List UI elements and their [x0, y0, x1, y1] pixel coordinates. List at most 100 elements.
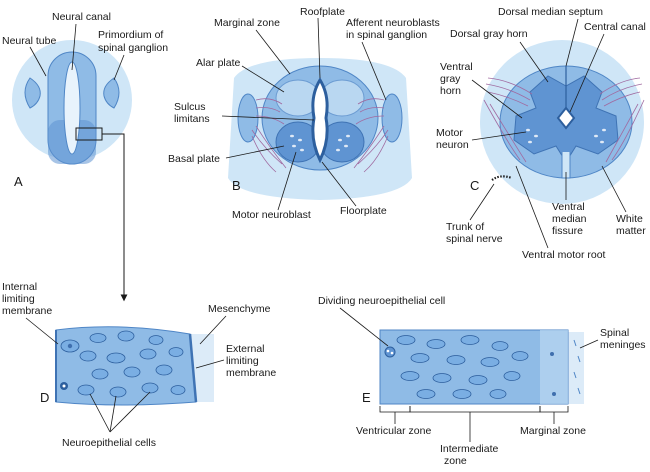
label-neural-canal: Neural canal	[52, 11, 111, 23]
label-white-matter-line2: matter	[616, 225, 646, 237]
label-external-line3: membrane	[226, 367, 276, 379]
label-neuroepithelial-cells: Neuroepithelial cells	[62, 437, 156, 449]
label-trunk-line1: Trunk of	[446, 221, 484, 233]
spinal-ganglion-right	[381, 93, 403, 143]
pointer-afferent	[361, 41, 387, 101]
label-ventral-median-line3: fissure	[552, 225, 583, 237]
pointer-cells-3	[109, 391, 151, 433]
label-ventral-gray-horn-line1: Ventral	[440, 61, 473, 73]
panel-a-letter: A	[14, 174, 23, 189]
pointer-central-canal	[569, 33, 605, 113]
label-internal-line1: Internal	[2, 281, 37, 293]
label-floorplate: Floorplate	[340, 205, 387, 217]
external-limiting-membrane-d	[188, 333, 198, 403]
label-spinal-line1: Spinal	[600, 327, 629, 339]
label-motor-neuroblast: Motor neuroblast	[232, 209, 311, 221]
panel-d-letter: D	[40, 390, 49, 405]
ventricular-zone-bracket	[379, 406, 411, 413]
trunk-spinal-nerve-c	[491, 175, 513, 181]
pointer-spinal-meninges	[579, 339, 599, 349]
label-intermediate-line2: zone	[444, 455, 467, 467]
central-canal-b	[311, 77, 329, 164]
label-ventral-median-line2: median	[552, 213, 587, 225]
ganglion-primordium-left	[24, 77, 41, 109]
pointer-dividing-cell	[339, 307, 389, 347]
label-spinal-line2: meninges	[600, 339, 646, 351]
pointer-neural-tube	[29, 46, 47, 77]
pointer-white-matter	[601, 165, 627, 213]
label-dorsal-gray-horn: Dorsal gray horn	[450, 28, 528, 40]
label-ventral-median-line1: Ventral	[552, 201, 585, 213]
meninges-region	[566, 332, 584, 404]
panel-b-letter: B	[232, 178, 241, 193]
label-basal-plate: Basal plate	[168, 153, 220, 165]
label-primordium-line1: Primordium of	[98, 29, 163, 41]
label-sulcus-line1: Sulcus	[174, 101, 206, 113]
label-external-line1: External	[226, 343, 265, 355]
panel-d: Internal limiting membrane Mesenchyme Ex…	[2, 281, 276, 449]
pointer-motor-neuroblast	[277, 151, 297, 211]
label-alar-plate: Alar plate	[196, 57, 241, 69]
label-neural-tube: Neural tube	[2, 35, 56, 47]
central-canal-c	[556, 106, 576, 130]
pointer-internal	[25, 317, 59, 345]
label-mesenchyme: Mesenchyme	[208, 303, 271, 315]
label-external-line2: limiting	[226, 355, 259, 367]
pointer-neural-canal	[71, 23, 77, 71]
label-dividing-cell: Dividing neuroepithelial cell	[318, 295, 445, 307]
neuroepithelial-cell-group-d	[60, 330, 186, 398]
panel-a: Neural tube Neural canal Primordium of s…	[2, 11, 168, 189]
label-marginal-zone-e: Marginal zone	[520, 425, 586, 437]
panel-c-letter: C	[470, 178, 479, 193]
label-primordium-line2: spinal ganglion	[98, 42, 168, 54]
label-central-canal: Central canal	[584, 21, 646, 33]
label-internal-line2: limiting	[2, 293, 35, 305]
marginal-zone-bracket	[539, 406, 569, 413]
pointer-floorplate	[321, 161, 357, 207]
pointer-mesenchyme	[199, 315, 227, 345]
label-motor-neuron-line1: Motor	[436, 127, 463, 139]
label-trunk-line2: spinal nerve	[446, 233, 503, 245]
nerve-fibers-right	[353, 98, 389, 173]
panel-e: Dividing neuroepithelial cell Spinal men…	[318, 295, 646, 467]
label-afferent-line2: in spinal ganglion	[346, 29, 427, 41]
marginal-zone-e	[540, 330, 568, 404]
label-ventral-gray-horn-line3: horn	[440, 85, 461, 97]
intermediate-zone-bracket	[409, 406, 541, 413]
motor-neurons	[526, 128, 606, 144]
label-marginal-zone-b: Marginal zone	[214, 17, 280, 29]
pointer-trunk	[469, 183, 495, 221]
label-internal-line3: membrane	[2, 305, 52, 317]
pointer-external	[195, 359, 225, 369]
pointer-roofplate	[317, 17, 321, 79]
nerve-roots-left	[483, 77, 533, 163]
label-white-matter-line1: White	[616, 213, 643, 225]
neuroblast-cell-group-e	[384, 335, 556, 399]
pointer-dorsal-median-septum	[565, 18, 579, 67]
spinal-ganglion-left	[237, 93, 259, 143]
meninges-dashes	[573, 339, 581, 395]
nerve-roots-right	[599, 77, 645, 163]
pointer-ventral-motor-root	[515, 165, 549, 249]
label-ventral-motor-root: Ventral motor root	[522, 249, 606, 261]
label-ventral-gray-horn-line2: gray	[440, 73, 461, 85]
motor-neuroblasts	[290, 134, 350, 152]
label-motor-neuron-line2: neuron	[436, 139, 469, 151]
label-ventricular-zone: Ventricular zone	[356, 425, 431, 437]
pointer-sulcus	[221, 115, 315, 121]
label-roofplate: Roofplate	[300, 6, 345, 18]
pointer-motor-neuron	[471, 131, 527, 141]
pointer-primordium	[113, 54, 125, 81]
pointer-alar-plate	[241, 65, 285, 93]
pointer-ventral-gray-horn	[471, 79, 523, 119]
panel-b: Marginal zone Roofplate Afferent neurobl…	[168, 6, 440, 221]
panel-c: Dorsal median septum Dorsal gray horn Ce…	[436, 6, 646, 261]
magnification-arrow	[102, 133, 128, 302]
pointer-basal-plate	[225, 145, 285, 159]
label-afferent-line1: Afferent neuroblasts	[346, 17, 440, 29]
pointer-cells-2	[109, 395, 117, 433]
label-sulcus-line2: limitans	[174, 113, 210, 125]
ganglion-primordium-right	[103, 77, 120, 109]
pointer-dorsal-gray-horn	[519, 41, 549, 83]
